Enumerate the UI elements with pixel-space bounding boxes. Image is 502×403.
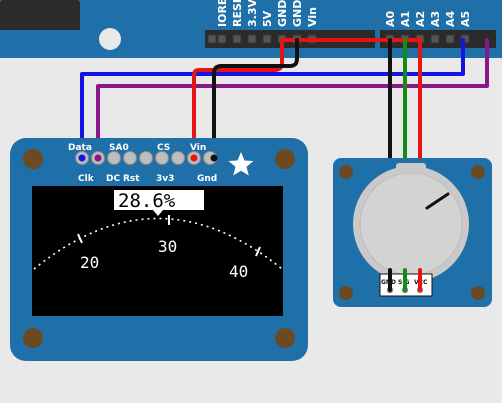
arduino-analog-label: A0 — [384, 10, 397, 27]
gauge-tick-label-40: 40 — [229, 262, 248, 281]
oled-pin-label-data: Data — [68, 143, 92, 153]
arduino-analog-label: A4 — [444, 10, 457, 27]
wire-end-dot — [78, 154, 86, 162]
star-icon — [228, 152, 254, 176]
pot-mounting-hole-bl — [339, 286, 353, 300]
gauge-tick-20 — [77, 233, 83, 244]
arduino-analog-pin-a4[interactable] — [445, 34, 455, 44]
oled-pin-sa0[interactable] — [107, 151, 121, 165]
oled-pin-label-clk: Clk — [78, 174, 95, 184]
rotary-knob-icon[interactable] — [353, 166, 469, 282]
oled-pin-rst[interactable] — [139, 151, 153, 165]
oled-pin-label-sa0: SA0 — [109, 143, 129, 153]
oled-mounting-hole-bl — [23, 328, 43, 348]
arduino-analog-label: A1 — [399, 11, 412, 27]
oled-pin-dc[interactable] — [123, 151, 137, 165]
wire-end-dot — [210, 154, 218, 162]
arduino-power-label: 3.3V — [246, 0, 259, 27]
readout-value: 28.6% — [118, 190, 176, 212]
oled-module[interactable]: Data SA0 CS Vin Clk DC Rst 3v3 Gnd 20 30… — [10, 138, 308, 361]
oled-pin-label-rst: Rst — [123, 174, 140, 184]
oled-pin-label-3v3: 3v3 — [156, 174, 174, 184]
gauge-pointer — [153, 210, 163, 216]
oled-pin-label-dc: DC — [106, 174, 120, 184]
oled-mounting-hole-tl — [23, 149, 43, 169]
readout-box — [114, 190, 204, 210]
arduino-power-label: RESET — [231, 0, 244, 27]
arduino-analog-label: A3 — [429, 11, 442, 27]
arduino-power-label: GND — [291, 0, 304, 27]
wire-blue[interactable] — [80, 38, 465, 160]
oled-mounting-hole-tr — [275, 149, 295, 169]
arduino-analog-label: A2 — [414, 11, 427, 27]
gauge-tick-label-30: 30 — [158, 237, 177, 256]
wire-end-dot — [94, 154, 102, 162]
arduino-power-pin-nc[interactable] — [207, 34, 217, 44]
wire-end-dot — [190, 154, 198, 162]
arduino-power-label: GND — [276, 0, 289, 27]
arduino-analog-label: A5 — [459, 11, 472, 27]
arduino-power-label: IOREF — [216, 0, 229, 27]
oled-pin-label-gnd: Gnd — [197, 174, 217, 184]
arduino-power-pin-ioref[interactable] — [217, 34, 227, 44]
arduino-power-pin-33v[interactable] — [247, 34, 257, 44]
arduino-power-label: Vin — [306, 7, 319, 27]
pot-mounting-hole-br — [471, 286, 485, 300]
oled-pin-3v3[interactable] — [171, 151, 185, 165]
arduino-analog-pin-a3[interactable] — [430, 34, 440, 44]
arduino-power-pin-reset[interactable] — [232, 34, 242, 44]
oled-pin-label-cs: CS — [157, 143, 170, 153]
oled-mounting-hole-br — [275, 328, 295, 348]
gauge-tick-40 — [255, 246, 261, 257]
potentiometer-module[interactable]: GND SIG VCC — [333, 158, 492, 307]
arduino-power-label: 5V — [261, 10, 274, 27]
wire-black-oled[interactable] — [212, 38, 299, 160]
pot-mounting-hole-tl — [339, 165, 353, 179]
gauge-tick-label-20: 20 — [80, 253, 99, 272]
arduino-power-pin-5v[interactable] — [262, 34, 272, 44]
arduino-mounting-hole — [99, 28, 121, 50]
oled-pin-label-vin: Vin — [190, 143, 206, 153]
pot-mounting-hole-tr — [471, 165, 485, 179]
wire-purple[interactable] — [96, 38, 489, 160]
oled-pin-cs[interactable] — [155, 151, 169, 165]
